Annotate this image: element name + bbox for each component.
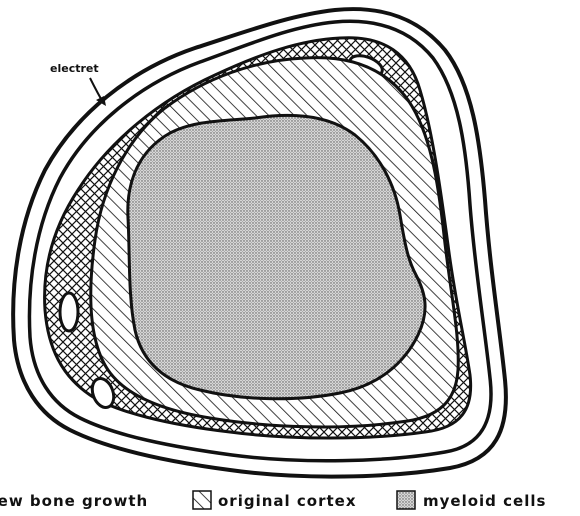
legend-swatch-original-cortex (193, 491, 211, 509)
legend-label-original-cortex: original cortex (218, 492, 357, 510)
electret-label: electret (50, 62, 99, 75)
legend: new bone growth original cortex myeloid … (0, 491, 546, 510)
bone-cavity (60, 293, 78, 331)
legend-label-new-bone-growth: new bone growth (0, 492, 148, 510)
legend-swatch-myeloid-cells (397, 491, 415, 509)
legend-label-myeloid-cells: myeloid cells (423, 492, 546, 510)
